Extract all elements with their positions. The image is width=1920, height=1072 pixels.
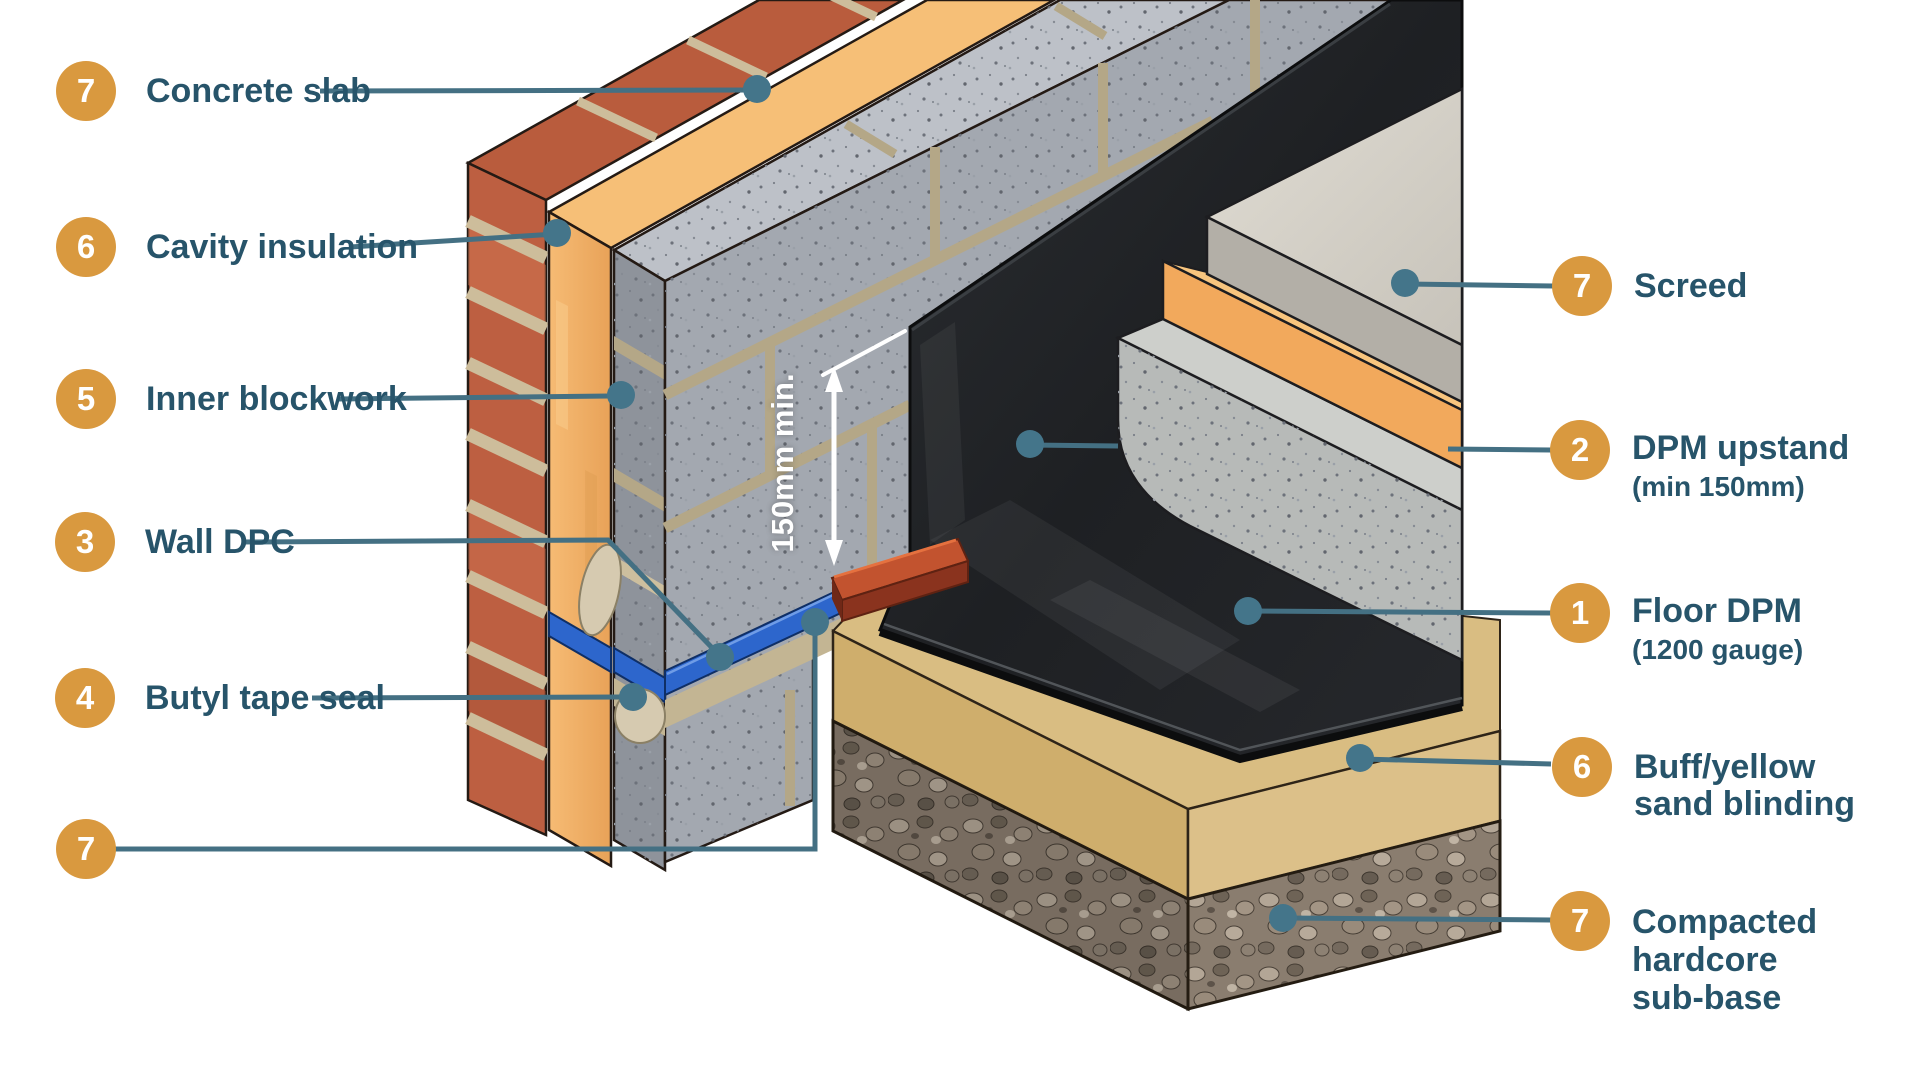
label-slab-unlabeled: 7: [56, 819, 116, 879]
label-cavity-insulation-text: Cavity insulation: [146, 227, 419, 266]
label-sand-blinding-line1: Buff/yellow: [1634, 748, 1816, 786]
label-floor-dpm-sub: (1200 gauge): [1632, 634, 1804, 665]
badge-wall-dpc: 3: [55, 512, 115, 572]
badge-screed: 7: [1552, 256, 1612, 316]
label-inner-blockwork: 5 Inner blockwork: [56, 369, 407, 429]
badge-cavity-insulation: 6: [56, 217, 116, 277]
label-butyl-tape-seal: 4 Butyl tape seal: [55, 668, 385, 728]
label-wall-dpc-text: Wall DPC: [145, 522, 295, 561]
badge-butyl-tape-seal: 4: [55, 668, 115, 728]
cavity-tray: [830, 537, 970, 623]
dimension-arrow: [821, 329, 907, 566]
label-hardcore-line2: hardcore: [1632, 941, 1778, 979]
label-inner-blockwork-text: Inner blockwork: [146, 379, 407, 418]
dimension-text: 150mm min.: [765, 373, 800, 553]
label-floor-dpm: 1 Floor DPM (1200 gauge): [1550, 583, 1803, 667]
badge-hardcore: 7: [1550, 891, 1610, 951]
label-concrete-slab-text: Concrete slab: [146, 71, 371, 110]
hardcore-layer: [831, 718, 1502, 1012]
label-screed-text: Screed: [1634, 266, 1748, 305]
brick-outer-leaf: [465, 0, 906, 837]
label-wall-dpc: 3 Wall DPC: [55, 512, 295, 572]
badge-floor-dpm: 1: [1550, 583, 1610, 643]
label-hardcore-line3: sub-base: [1632, 979, 1782, 1017]
label-hardcore-line1: Compacted: [1632, 903, 1818, 941]
label-dpm-upstand-sub: (min 150mm): [1632, 471, 1805, 502]
label-floor-dpm-text: Floor DPM: [1632, 592, 1802, 630]
label-sand-blinding-line2: sand blinding: [1634, 785, 1855, 823]
label-concrete-slab: 7 Concrete slab: [56, 61, 371, 121]
label-sand-blinding: 6 Buff/yellow sand blinding: [1552, 737, 1855, 823]
floor-insulation: [1161, 258, 1464, 471]
label-dpm-upstand-text: DPM upstand: [1632, 429, 1850, 467]
label-hardcore: 7 Compacted hardcore sub-base: [1550, 891, 1817, 1017]
badge-concrete-slab: 7: [56, 61, 116, 121]
badge-slab-unlabeled: 7: [56, 819, 116, 879]
badge-inner-blockwork: 5: [56, 369, 116, 429]
leader-dots: [543, 75, 1419, 932]
leader-lines: [112, 87, 1554, 923]
label-screed: 7 Screed: [1552, 256, 1747, 316]
concrete-slab: [1115, 317, 1464, 663]
label-cavity-insulation: 6 Cavity insulation: [56, 217, 418, 277]
badge-sand-blinding: 6: [1552, 737, 1612, 797]
label-butyl-tape-seal-text: Butyl tape seal: [145, 678, 385, 717]
badge-dpm-upstand: 2: [1550, 420, 1610, 480]
label-dpm-upstand: 2 DPM upstand (min 150mm): [1550, 420, 1849, 504]
